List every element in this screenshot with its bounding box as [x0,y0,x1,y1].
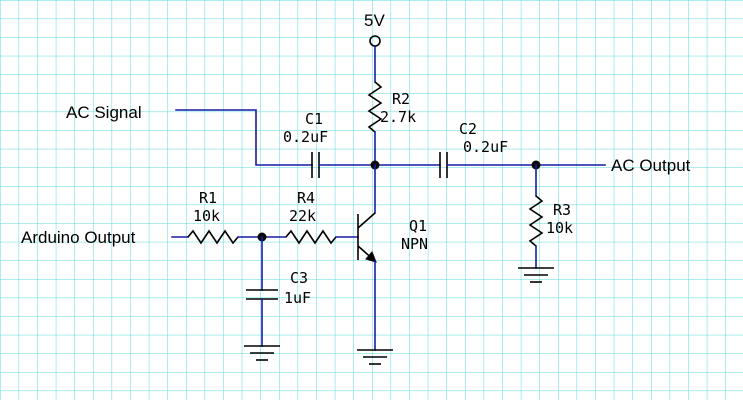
ac-signal-label: AC Signal [66,103,142,122]
c2-value: 0.2uF [463,138,508,156]
resistor-r2: R2 2.7k [367,81,416,166]
resistor-r4: R4 22k [285,189,359,245]
emitter-arrow [365,251,377,263]
ac-output-label: AC Output [611,156,691,175]
collector-net [370,160,441,214]
r2-value: 2.7k [380,108,416,126]
r4-value: 22k [289,207,316,225]
capacitor-c2: C2 0.2uF [439,120,606,178]
ground-r3 [518,267,554,283]
supply-label: 5V [364,11,385,30]
transistor-q1: Q1 NPN [357,212,428,263]
r1-value: 10k [193,207,220,225]
c3-ref: C3 [290,269,308,287]
capacitor-c3: C3 1uF [246,236,311,347]
ground-c3 [244,345,280,361]
r3-value: 10k [546,219,573,237]
c1-value: 0.2uF [283,128,328,146]
resistor-r3: R3 10k [528,164,573,269]
arduino-input-net: Arduino Output [21,228,189,247]
c2-ref: C2 [459,120,477,138]
q1-type: NPN [401,235,428,253]
q1-ref: Q1 [409,217,427,235]
r3-ref: R3 [553,201,571,219]
c3-value: 1uF [284,289,311,307]
arduino-output-label: Arduino Output [21,228,136,247]
capacitor-c1: C1 0.2uF [283,110,376,178]
ground-q1 [357,349,393,365]
supply-terminal: 5V [364,11,385,83]
ac-signal-net: AC Signal [66,103,313,166]
r1-ref: R1 [199,189,217,207]
c1-ref: C1 [305,110,323,128]
r2-ref: R2 [392,90,410,108]
r4-ref: R4 [297,189,315,207]
